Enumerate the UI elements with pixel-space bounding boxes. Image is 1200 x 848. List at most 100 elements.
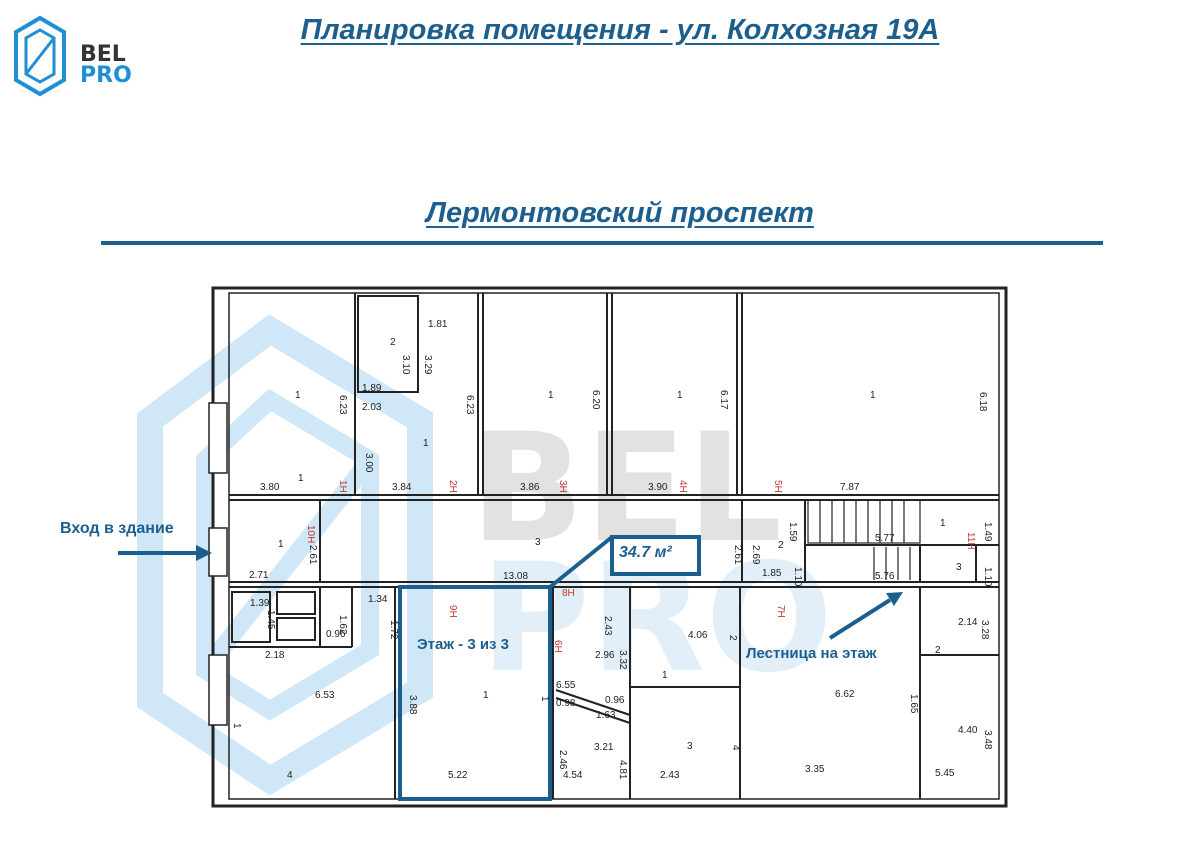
plan-label: 1.62 <box>337 615 348 635</box>
plan-label: 4.54 <box>563 770 583 781</box>
plan-label: 2 <box>778 540 784 551</box>
plan-label: 2.61 <box>732 545 743 565</box>
logo-word-pro: PRO <box>80 63 132 88</box>
plan-label: 2.61 <box>307 545 318 565</box>
plan-label: 11Н <box>965 532 976 550</box>
plan-label: 4.81 <box>617 760 628 780</box>
plan-label: 4 <box>730 745 741 751</box>
left-windows <box>208 402 228 726</box>
plan-label: 4Н <box>677 480 688 493</box>
plan-label: 6.62 <box>835 689 855 700</box>
plan-label: 6.18 <box>977 392 988 412</box>
plan-label: 6.55 <box>556 680 576 691</box>
plan-label: 1.65 <box>908 694 919 714</box>
plan-label: 3.28 <box>979 620 990 640</box>
plan-label: 7Н <box>775 605 786 618</box>
plan-label: 5.77 <box>875 533 895 544</box>
plan-label: 1.72 <box>388 620 399 640</box>
plan-label: 3.35 <box>805 764 825 775</box>
plan-label: 3.80 <box>260 482 280 493</box>
belpro-logo-icon <box>14 15 66 97</box>
plan-label: 9Н <box>447 605 458 618</box>
plan-label: 1 <box>298 473 304 484</box>
stairs <box>807 499 921 580</box>
plan-label: 1 <box>870 390 876 401</box>
plan-label: 3.21 <box>594 742 614 753</box>
plan-label: 1 <box>423 438 429 449</box>
unit-outline <box>398 585 552 801</box>
entrance-arrow <box>118 545 212 561</box>
plan-label: 1 <box>231 723 242 729</box>
plan-label: 3.88 <box>407 695 418 715</box>
room-walls <box>229 293 999 799</box>
plan-label: 5Н <box>772 480 783 493</box>
plan-label: 2.96 <box>595 650 615 661</box>
plan-label: 1 <box>278 539 284 550</box>
logo-word-bel: BEL <box>80 42 126 67</box>
plan-label: 3.90 <box>648 482 668 493</box>
unit-callout-line <box>548 535 614 589</box>
plan-label: 3 <box>687 741 693 752</box>
plan-label: 1.39 <box>250 598 270 609</box>
plan-label: 3.86 <box>520 482 540 493</box>
area-box <box>610 535 701 576</box>
plan-label: 1.10 <box>792 567 803 587</box>
plan-label: 2.18 <box>265 650 285 661</box>
plan-label: 4.40 <box>958 725 978 736</box>
plan-label: 2Н <box>447 480 458 493</box>
plan-label: 1 <box>295 390 301 401</box>
plan-label: 3 <box>956 562 962 573</box>
plan-label: 1.34 <box>368 594 388 605</box>
plan-label: 2.43 <box>660 770 680 781</box>
plan-label: 13.08 <box>503 571 528 582</box>
plan-label: 1.81 <box>428 319 448 330</box>
plan-label: 1.89 <box>362 383 382 394</box>
plan-label: 0.96 <box>605 695 625 706</box>
plan-label: 3.10 <box>400 355 411 375</box>
plan-label: 3.00 <box>363 453 374 473</box>
plan-label: 6Н <box>552 640 563 653</box>
plan-label: 3.32 <box>617 650 628 670</box>
plan-label: 3Н <box>557 480 568 493</box>
plan-label: 2.69 <box>750 545 761 565</box>
plan-label: 1 <box>483 690 489 701</box>
plan-label: 1 <box>548 390 554 401</box>
plan-label: 1.85 <box>762 568 782 579</box>
stairs-label: Лестница на этаж <box>746 645 877 662</box>
plan-label: 2.14 <box>958 617 978 628</box>
plan-label: 2 <box>727 635 738 641</box>
plan-label: 1.63 <box>596 710 616 721</box>
plan-label: 8Н <box>562 588 575 599</box>
plan-label: 0.96 <box>326 629 346 640</box>
stairs-arrow <box>828 592 903 640</box>
plan-label: 6.23 <box>337 395 348 415</box>
plan-label: 5.45 <box>935 768 955 779</box>
area-label: 34.7 м² <box>619 544 672 561</box>
plan-label: 3.29 <box>422 355 433 375</box>
plan-label: 10Н <box>305 525 316 543</box>
plan-label: 1.49 <box>982 522 993 542</box>
street-underline <box>101 241 1103 245</box>
plan-label: 6.53 <box>315 690 335 701</box>
plan-label: 6.23 <box>464 395 475 415</box>
plan-label: 4 <box>287 770 293 781</box>
plan-label: 7.87 <box>840 482 860 493</box>
plan-label: 5.76 <box>875 571 895 582</box>
page-title: Планировка помещения - ул. Колхозная 19А <box>300 14 940 46</box>
plan-label: 1.45 <box>265 610 276 630</box>
belpro-logo[interactable]: BEL PRO <box>10 14 140 100</box>
plan-label: 1 <box>662 670 668 681</box>
plan-label: 5.22 <box>448 770 468 781</box>
plan-label: 4.06 <box>688 630 708 641</box>
plan-label: 6.17 <box>718 390 729 410</box>
plan-label: 2.46 <box>557 750 568 770</box>
plan-label: 3.84 <box>392 482 412 493</box>
plan-label: 2 <box>935 645 941 656</box>
plan-label: 1 <box>677 390 683 401</box>
plan-label: 1 <box>940 518 946 529</box>
plan-label: 1 <box>539 696 550 702</box>
entrance-label: Вход в здание <box>60 520 174 537</box>
plan-label: 2.43 <box>602 616 613 636</box>
